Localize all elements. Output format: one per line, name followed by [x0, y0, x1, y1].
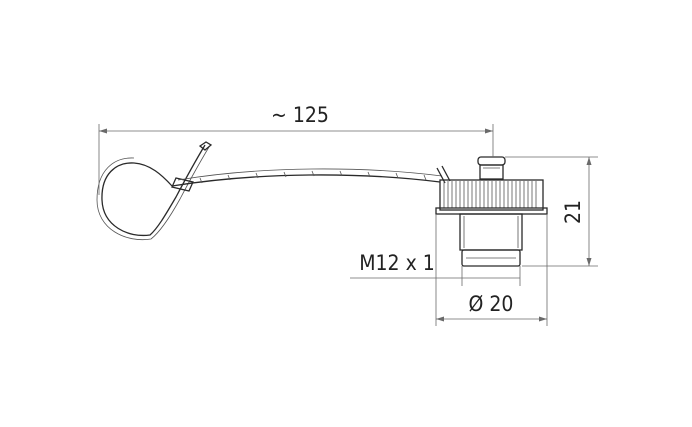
knurling — [443, 181, 537, 208]
height-dimension-label: 21 — [561, 200, 585, 224]
dimension-diameter: Ø 20 — [435, 214, 548, 326]
cap-body — [435, 156, 548, 267]
retaining-strap — [96, 141, 451, 241]
dimension-length: ~ 125 — [98, 103, 494, 195]
thread-dimension-label: M12 x 1 — [359, 251, 435, 275]
dimension-height: 21 — [505, 156, 598, 267]
dimension-thread: M12 x 1 — [350, 251, 521, 286]
diameter-dimension-label: Ø 20 — [469, 292, 514, 316]
length-dimension-label: ~ 125 — [271, 103, 329, 127]
